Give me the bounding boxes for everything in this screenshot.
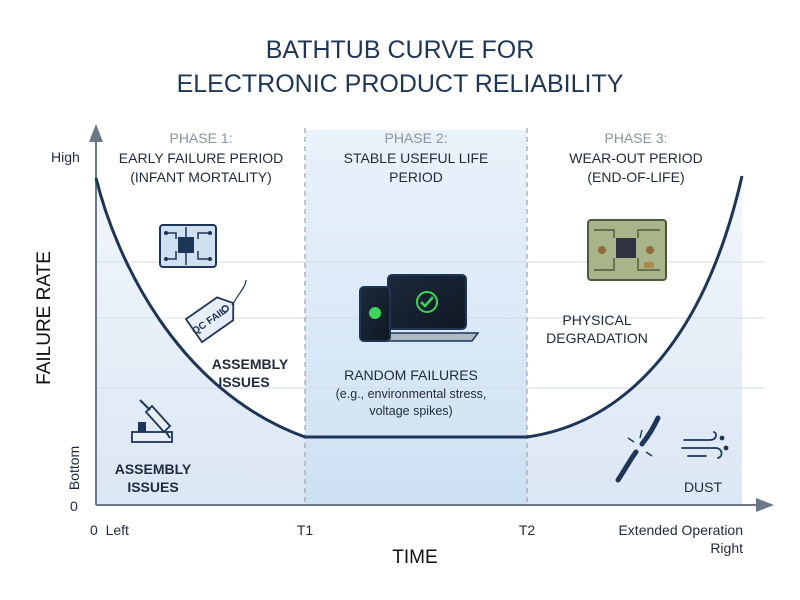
random-failures-line-2: voltage spikes) [369, 404, 452, 418]
assembly-issues-upper-2: ISSUES [218, 374, 269, 390]
phase-3-name-1: WEAR-OUT PERIOD [569, 150, 703, 166]
phase-3-header: PHASE 3: WEAR-OUT PERIOD (END-OF-LIFE) [569, 130, 703, 185]
x-t2-label: T2 [519, 522, 536, 538]
phone-and-laptop-icon [359, 274, 480, 342]
phase-1-name-2: (INFANT MORTALITY) [130, 169, 272, 185]
phase-3-number: PHASE 3: [604, 130, 667, 146]
soldering-iron-icon [131, 399, 173, 443]
x-axis-title: TIME [392, 547, 437, 568]
y-high-label: High [51, 149, 80, 165]
qc-fail-tag-icon: QC FAIL [184, 296, 235, 344]
phase-1-area [96, 180, 305, 505]
y-zero-label: 0 [70, 498, 78, 514]
broken-wire-icon [615, 415, 661, 483]
x-left-label: 0 Left [90, 522, 129, 538]
dust-wind-icon [681, 431, 729, 459]
y-axis-title: FAILURE RATE [34, 251, 55, 385]
x-t1-label: T1 [297, 522, 314, 538]
x-right-label-2: Right [710, 540, 743, 556]
assembly-issues-lower-1: ASSEMBLY [115, 461, 192, 477]
circuit-board-icon [159, 224, 217, 268]
title-line-1: BATHTUB CURVE FOR [266, 36, 535, 64]
random-failures-line-1: (e.g., environmental stress, [336, 387, 487, 401]
physical-degradation-2: DEGRADATION [546, 330, 648, 346]
assembly-issues-lower-2: ISSUES [127, 479, 178, 495]
physical-degradation-1: PHYSICAL [562, 312, 631, 328]
phase-2-header: PHASE 2: STABLE USEFUL LIFE PERIOD [344, 130, 489, 185]
tag-string [231, 279, 247, 306]
phase-2-number: PHASE 2: [384, 130, 447, 146]
x-axis-arrow [756, 498, 774, 512]
phase-2-name-1: STABLE USEFUL LIFE [344, 150, 489, 166]
phase-3-name-2: (END-OF-LIFE) [587, 169, 684, 185]
phase-1-name-1: EARLY FAILURE PERIOD [119, 150, 283, 166]
phase-1-header: PHASE 1: EARLY FAILURE PERIOD (INFANT MO… [119, 130, 283, 185]
bathtub-curve [94, 175, 744, 439]
worn-circuit-board-icon [587, 219, 667, 281]
random-failures-title: RANDOM FAILURES [344, 367, 478, 383]
y-bottom-label: Bottom [66, 446, 82, 490]
x-right-label-1: Extended Operation [618, 522, 743, 538]
phase-3-area [527, 178, 742, 505]
phase-1-number: PHASE 1: [169, 130, 232, 146]
title-line-2: ELECTRONIC PRODUCT RELIABILITY [177, 70, 624, 98]
dust-label: DUST [684, 479, 723, 495]
assembly-issues-upper-1: ASSEMBLY [212, 356, 289, 372]
phase-2-name-2: PERIOD [389, 169, 443, 185]
y-axis-arrow [89, 124, 103, 142]
